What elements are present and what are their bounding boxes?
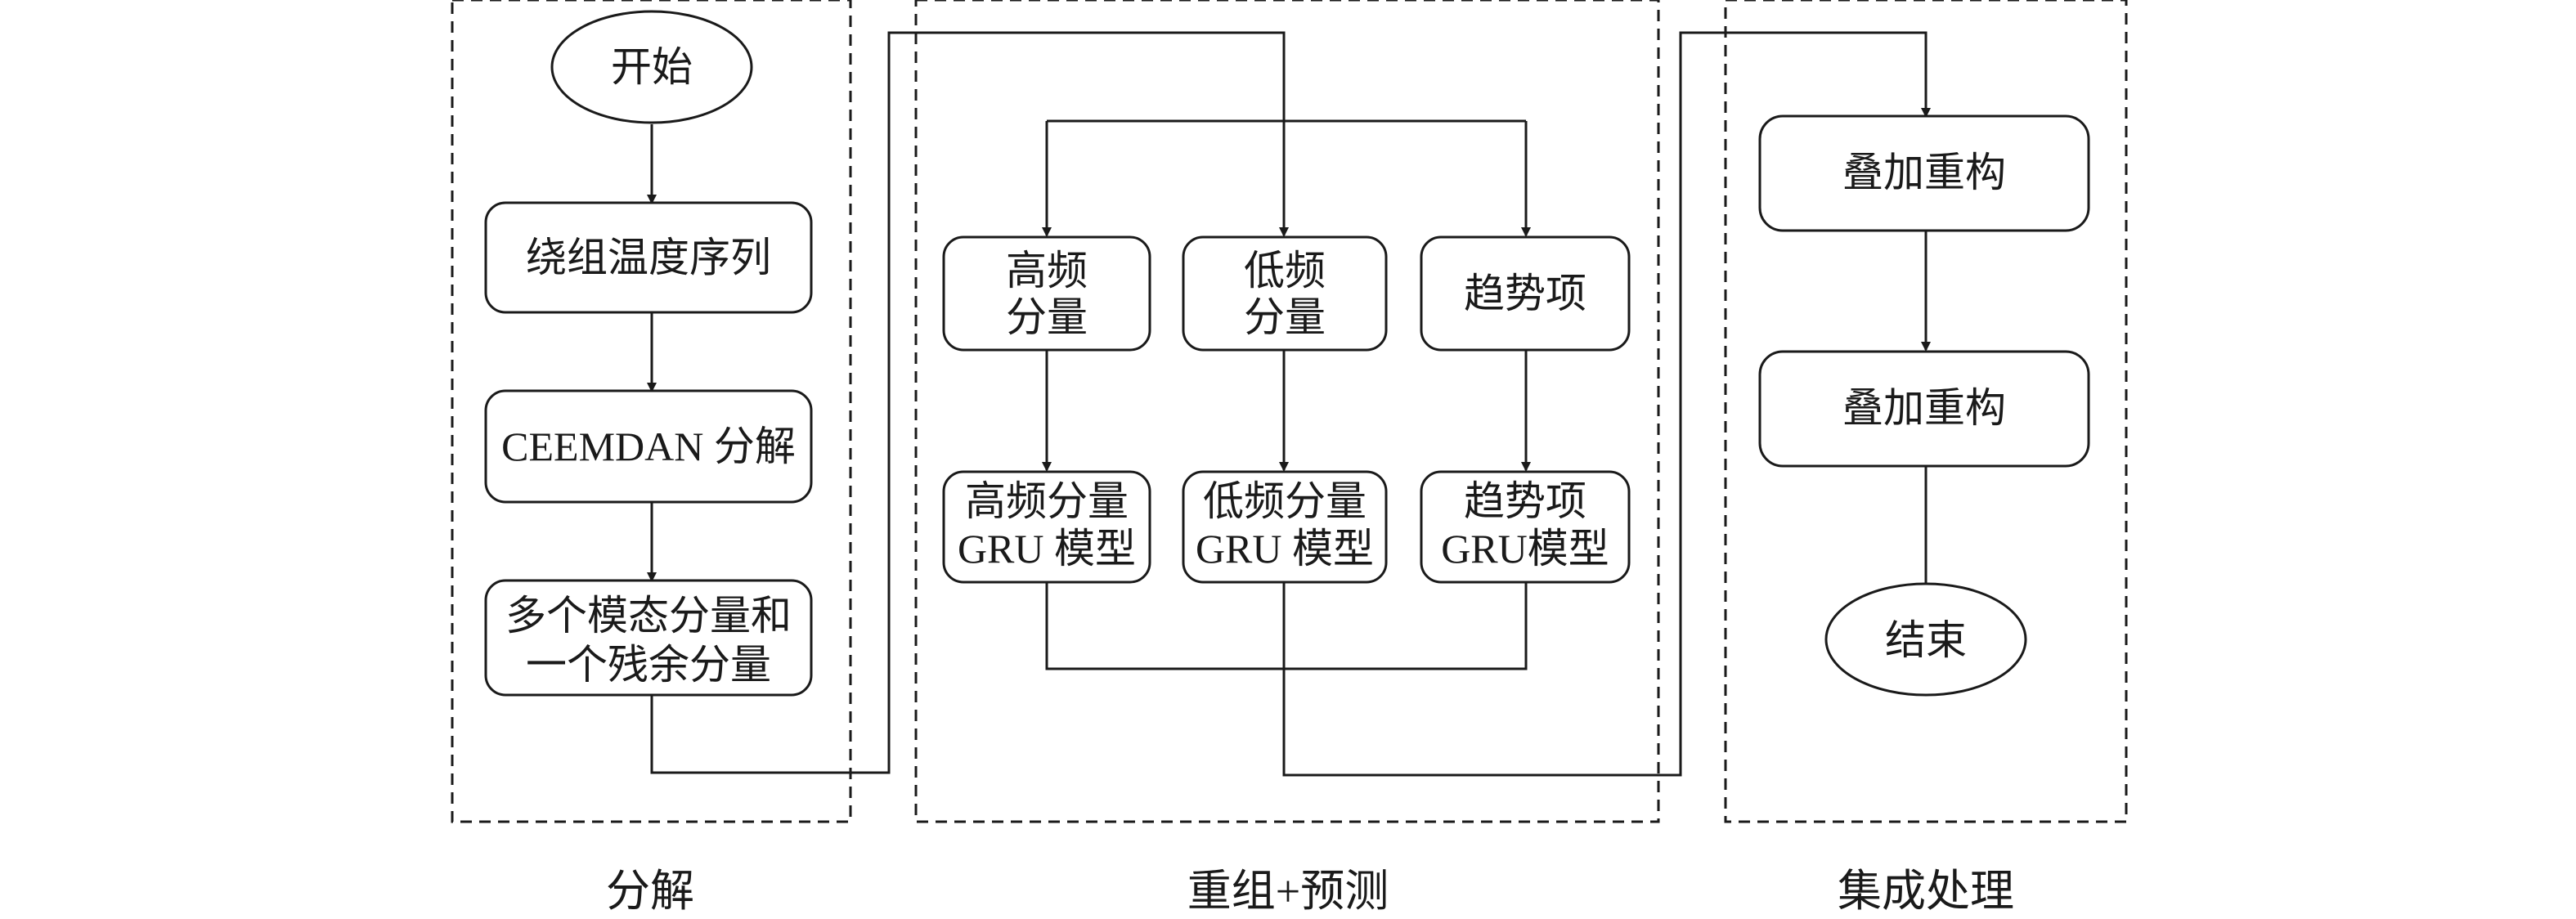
high-gru-node: 高频分量 GRU 模型 bbox=[942, 470, 1151, 584]
trend-node: 趋势项 bbox=[1420, 235, 1631, 352]
trend-gru-label-line2: GRU模型 bbox=[1441, 526, 1609, 572]
modes-label-line2: 一个残余分量 bbox=[526, 642, 771, 688]
trend-label: 趋势项 bbox=[1464, 271, 1586, 316]
end-node: 结束 bbox=[1824, 582, 2027, 697]
high-gru-label-line2: GRU 模型 bbox=[958, 526, 1136, 572]
low-freq-label-line2: 分量 bbox=[1244, 294, 1326, 340]
low-gru-node: 低频分量 GRU 模型 bbox=[1182, 470, 1388, 584]
trend-gru-node: 趋势项 GRU模型 bbox=[1420, 470, 1631, 584]
panel-caption-recombine-predict: 重组+预测 bbox=[1187, 867, 1389, 916]
end-label: 结束 bbox=[1885, 617, 1967, 663]
panel-caption-decompose: 分解 bbox=[606, 867, 694, 916]
ceemdan-node: CEEMDAN 分解 bbox=[484, 389, 813, 504]
panel-decompose bbox=[451, 0, 852, 823]
connector-merge-bar bbox=[1045, 582, 1528, 670]
low-freq-label-line1: 低频 bbox=[1244, 248, 1326, 294]
winding-temp-node: 绕组温度序列 bbox=[484, 201, 813, 314]
high-freq-label-line1: 高频 bbox=[1006, 248, 1088, 294]
modes-node: 多个模态分量和 一个残余分量 bbox=[484, 579, 813, 697]
connector-modes-to-recombine bbox=[650, 31, 1286, 774]
high-freq-label-line2: 分量 bbox=[1006, 294, 1088, 340]
connector-to-ensemble bbox=[1282, 31, 1931, 777]
ceemdan-label: CEEMDAN 分解 bbox=[501, 424, 796, 469]
low-gru-label-line2: GRU 模型 bbox=[1196, 526, 1374, 572]
low-freq-node: 低频 分量 bbox=[1182, 235, 1388, 352]
high-freq-node: 高频 分量 bbox=[942, 235, 1151, 352]
panel-ensemble bbox=[1724, 0, 2128, 823]
high-gru-label-line1: 高频分量 bbox=[965, 478, 1129, 524]
start-label: 开始 bbox=[611, 44, 693, 90]
winding-temp-label: 绕组温度序列 bbox=[526, 235, 771, 280]
low-gru-label-line1: 低频分量 bbox=[1203, 478, 1367, 524]
panel-caption-ensemble: 集成处理 bbox=[1838, 867, 2014, 916]
superpose1-node: 叠加重构 bbox=[1758, 114, 2090, 232]
superpose2-node: 叠加重构 bbox=[1758, 350, 2090, 468]
trend-gru-label-line1: 趋势项 bbox=[1464, 478, 1586, 524]
superpose1-label: 叠加重构 bbox=[1842, 150, 2006, 195]
superpose2-label: 叠加重构 bbox=[1842, 385, 2006, 431]
start-node: 开始 bbox=[550, 10, 753, 124]
panel-recombine-predict bbox=[914, 0, 1660, 823]
modes-label-line1: 多个模态分量和 bbox=[505, 593, 792, 639]
